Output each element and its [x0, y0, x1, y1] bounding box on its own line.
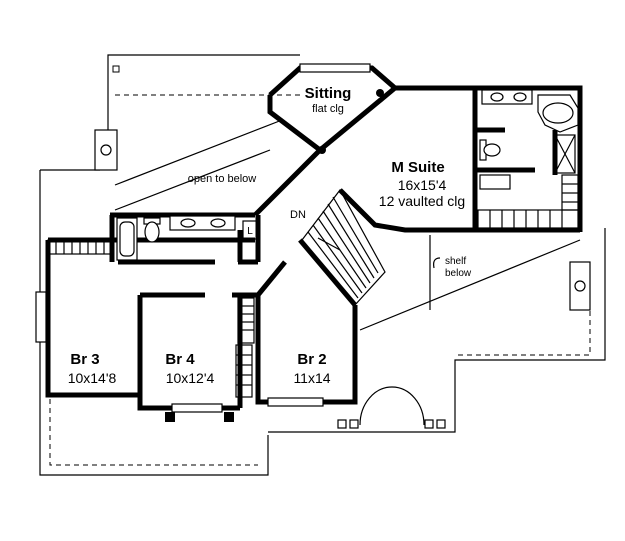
master-suite-detail: 12 vaulted clg — [379, 193, 465, 209]
shelf-label-line2: below — [445, 268, 472, 279]
master-suite-size: 16x15'4 — [398, 177, 447, 193]
entry-arch — [165, 386, 446, 429]
br2-name: Br 2 — [297, 351, 326, 368]
sitting-posts — [112, 65, 384, 154]
shelf-label-line1: shelf — [445, 256, 466, 267]
sitting-room-name: Sitting — [305, 85, 352, 102]
linen-closet — [242, 220, 258, 240]
shelf-arrow-icon — [433, 257, 441, 269]
bath-fixtures — [116, 89, 579, 261]
linen-label: L — [247, 226, 253, 237]
sitting-room-detail: flat clg — [312, 103, 344, 115]
windows — [35, 63, 371, 413]
open-to-below-lines — [114, 119, 581, 331]
master-suite-name: M Suite — [391, 159, 444, 176]
br2-size: 11x14 — [293, 370, 330, 386]
closets — [47, 174, 579, 398]
open-to-below-label: open to below — [188, 173, 257, 185]
br3-name: Br 3 — [70, 351, 99, 368]
staircase — [301, 188, 386, 306]
br4-name: Br 4 — [165, 351, 195, 368]
fireplaces — [94, 129, 591, 311]
br3-size: 10x14'8 — [68, 370, 117, 386]
stair-down-label: DN — [290, 209, 306, 221]
br4-size: 10x12'4 — [166, 370, 215, 386]
